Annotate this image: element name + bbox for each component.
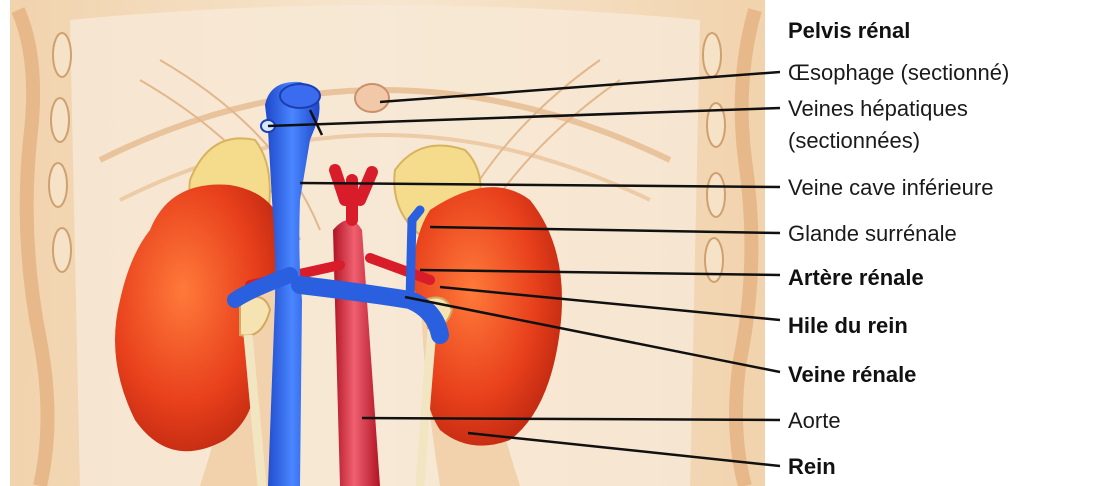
label-hepatic-veins-1: Veines hépatiques (788, 96, 968, 122)
label-hilum: Hile du rein (788, 313, 908, 339)
label-esophagus: Œsophage (sectionné) (788, 60, 1009, 86)
abdominal-wall (0, 0, 775, 486)
label-ivc: Veine cave inférieure (788, 175, 993, 201)
label-hepatic-veins-2: (sectionnées) (788, 128, 920, 154)
label-renal-vein: Veine rénale (788, 362, 916, 388)
label-renal-artery: Artère rénale (788, 265, 924, 291)
esophagus (355, 84, 389, 112)
label-adrenal: Glande surrénale (788, 221, 957, 247)
hepatic-vein-stumps (280, 84, 320, 108)
label-pelvis: Pelvis rénal (788, 18, 910, 44)
label-kidney: Rein (788, 454, 836, 480)
label-aorta: Aorte (788, 408, 841, 434)
